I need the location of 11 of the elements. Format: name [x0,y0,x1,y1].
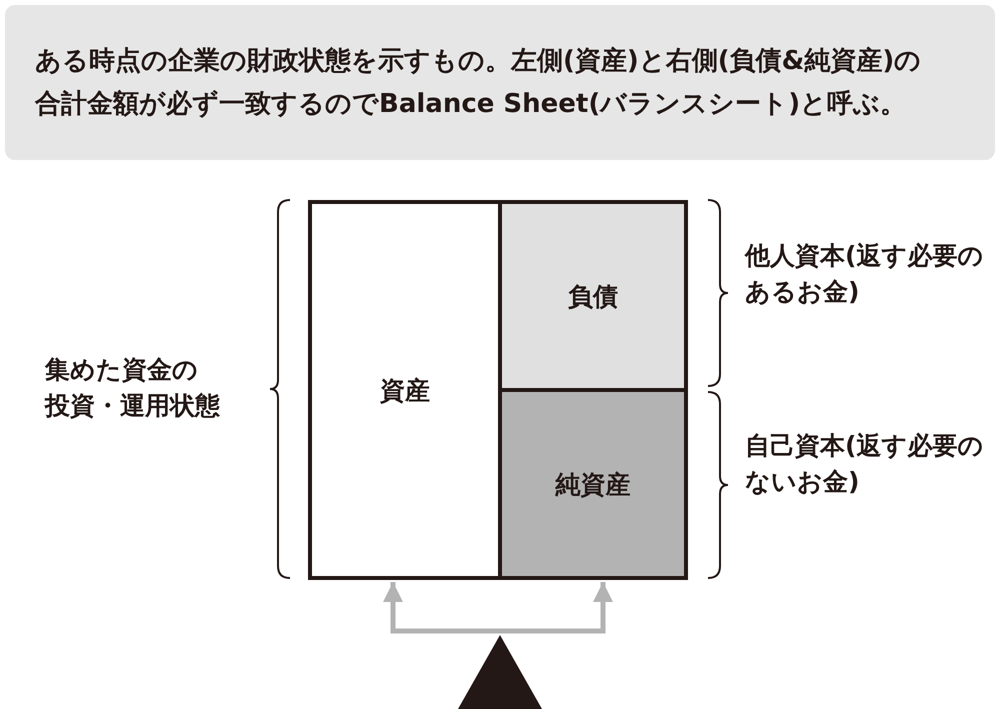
box-label: 純資産 [556,468,630,500]
description-text: ある時点の企業の財政状態を示すもの。左側(資産)と右側(負債&純資産)の合計金額が必ず一致するのでBalance Sheet(バランスシート)と呼ぶ。 [35,44,922,120]
box-label: 資産 [380,374,430,406]
bracket-note: 他人資本(返す必要のあるお金) [745,240,984,308]
bracket-note: 自己資本(返す必要のないお金) [745,430,984,498]
description-panel [5,5,995,160]
bracket-note: 集めた資金の投資・運用状態 [45,354,220,422]
arrow [383,582,500,634]
fulcrum-triangle [458,635,542,709]
box-label: 負債 [568,280,618,312]
arrow [500,582,613,634]
